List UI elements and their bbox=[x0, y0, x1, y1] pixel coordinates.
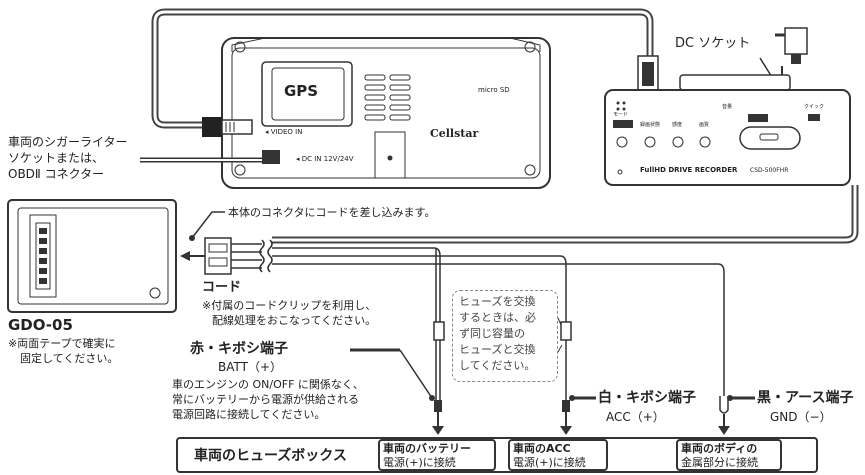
model-code: CSD-500FHR bbox=[750, 167, 789, 174]
red-desc-1: 車のエンジンの ON/OFF に関係なく、 bbox=[172, 378, 364, 391]
gdo-note-1: ※両面テープで確実に bbox=[8, 337, 116, 350]
acc-connection-box: 車両のACC 電源(+)に接続 bbox=[508, 439, 608, 471]
cord-wires bbox=[231, 239, 725, 400]
fusebox-title: 車両のヒューズボックス bbox=[194, 448, 347, 464]
red-terminal bbox=[434, 400, 442, 412]
body-box-line-2: 金属部分に接続 bbox=[681, 456, 758, 469]
fuse-note: ヒューズを交換 するときは、必 ず同じ容量の ヒューズと交換 してください。 bbox=[452, 290, 558, 382]
sensitivity-button-label: 感度 bbox=[672, 122, 683, 128]
battery-box-line-1: 車両のバッテリー bbox=[383, 442, 471, 455]
gdo-model: GDO-05 bbox=[8, 316, 73, 334]
white-terminal-title: 白・キボシ端子 bbox=[598, 390, 696, 406]
cigar-line-2: ソケットまたは、 bbox=[8, 151, 105, 165]
model-line: FullHD DRIVE RECORDER bbox=[640, 166, 738, 174]
fuse-note-line: してください。 bbox=[459, 359, 536, 372]
quick-button-label: クイック bbox=[804, 104, 825, 110]
white-terminal-sub: ACC（+） bbox=[606, 410, 665, 424]
body-connection-box: 車両のボディの 金属部分に接続 bbox=[676, 439, 782, 471]
cigar-line-1: 車両のシガーライター bbox=[8, 135, 128, 149]
acc-box-line-2: 電源(+)に接続 bbox=[513, 456, 586, 469]
video-in-label: ◂ VIDEO IN bbox=[265, 128, 303, 136]
fuse-note-line: するときは、必 bbox=[459, 311, 536, 324]
fuse-note-line: ず同じ容量の bbox=[459, 327, 525, 340]
fuse-note-line: ヒューズを交換 bbox=[459, 295, 536, 308]
brand-logo: Cellstar bbox=[430, 127, 479, 140]
cord-note-1: ※付属のコードクリップを利用し、 bbox=[202, 299, 377, 312]
battery-box-line-2: 電源(+)に接続 bbox=[383, 456, 456, 469]
connector-instruction: 本体のコネクタにコードを差し込みます。 bbox=[228, 206, 436, 219]
dc-in-label: ◂ DC IN 12V/24V bbox=[296, 155, 354, 163]
video-in-plug bbox=[202, 117, 253, 137]
ground-terminal bbox=[719, 396, 729, 414]
module-connector bbox=[180, 211, 232, 275]
red-desc-3: 電源回路に接続してください。 bbox=[172, 408, 326, 421]
white-terminal bbox=[562, 400, 570, 412]
volume-button-label: 音量 bbox=[722, 104, 733, 110]
fuse-note-line: ヒューズと交換 bbox=[459, 343, 536, 356]
red-desc-2: 常にバッテリーから電源が供給される bbox=[172, 393, 359, 406]
cigar-line-3: OBDⅡ コネクター bbox=[8, 167, 105, 181]
gdo-note-2: 固定してください。 bbox=[20, 352, 119, 365]
black-terminal-title: 黒・アース端子 bbox=[757, 390, 854, 406]
drive-recorder-front bbox=[604, 74, 851, 186]
gdo-05-module bbox=[7, 199, 177, 313]
fuse-white bbox=[560, 321, 572, 341]
quality-button-label: 画質 bbox=[699, 122, 710, 128]
mode-button-label: モード bbox=[613, 112, 629, 118]
dc-socket-label: DC ソケット bbox=[675, 36, 751, 51]
gps-label: GPS bbox=[284, 82, 319, 100]
microsd-label: micro SD bbox=[478, 86, 510, 94]
red-terminal-sub: BATT（+） bbox=[218, 360, 283, 374]
drive-recorder-back bbox=[221, 37, 551, 189]
black-terminal-sub: GND（−） bbox=[770, 410, 832, 424]
red-terminal-title: 赤・キボシ端子 bbox=[190, 341, 288, 357]
cord-title: コード bbox=[202, 280, 242, 295]
cord-note-2: 配線処理をおこなってください。 bbox=[212, 314, 377, 327]
battery-connection-box: 車両のバッテリー 電源(+)に接続 bbox=[378, 439, 496, 471]
record-button-label: 録画状態 bbox=[640, 122, 661, 128]
acc-box-line-1: 車両のACC bbox=[513, 442, 571, 455]
fuse-red bbox=[433, 321, 445, 341]
body-box-line-1: 車両のボディの bbox=[681, 442, 758, 455]
